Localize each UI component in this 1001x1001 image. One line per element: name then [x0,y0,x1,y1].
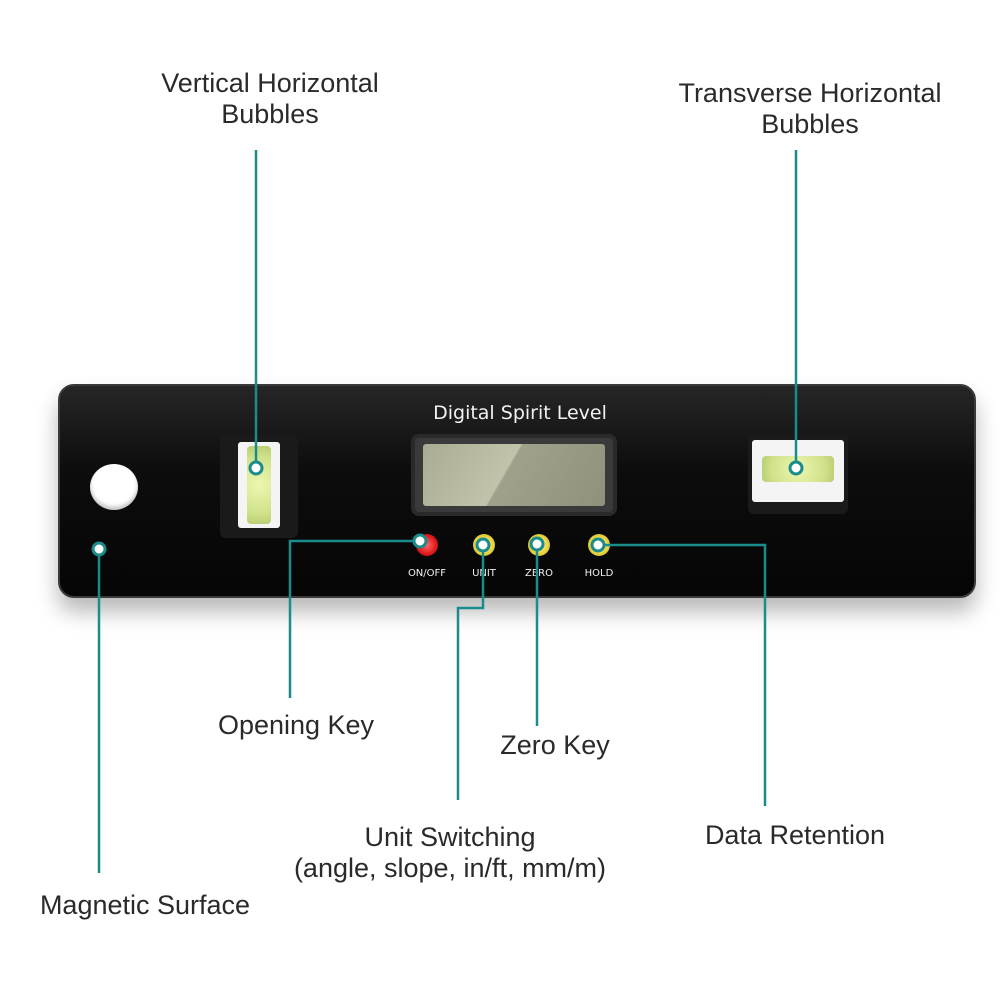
vertical-vial-window [238,442,280,528]
mounting-hole [90,464,138,510]
unit-label: UNIT [472,568,496,579]
transverse-vial-window [752,440,844,502]
callout-unit-line1: Unit Switching [364,822,536,852]
hold-label: HOLD [584,568,614,579]
callout-zero-key: Zero Key [500,730,610,760]
zero-label: ZERO [525,568,553,579]
transverse-vial-holder [748,434,848,514]
hold-button[interactable] [588,534,610,556]
lcd-display [411,434,617,516]
callout-opening-key: Opening Key [217,710,375,740]
callout-unit-line2: (angle, slope, in/ft, mm/m) [293,853,607,883]
vertical-bubble-vial [247,446,271,524]
transverse-bubble-vial [762,456,834,482]
lcd-screen [423,444,605,506]
device-title: Digital Spirit Level [433,402,607,424]
callout-vertical-bubbles: Vertical Horizontal Bubbles [140,68,400,130]
callout-vertical-line2: Bubbles [221,99,319,129]
callout-vertical-line1: Vertical Horizontal [161,68,379,98]
digital-spirit-level-device: Digital Spirit Level ON/OFF UNIT ZERO HO… [58,384,976,598]
on-off-button[interactable] [416,534,438,556]
callout-unit-switching: Unit Switching (angle, slope, in/ft, mm/… [270,822,630,884]
callout-transverse-line1: Transverse Horizontal [678,78,942,108]
callout-magnetic-surface: Magnetic Surface [39,890,251,920]
vertical-vial-holder [220,434,298,538]
callout-transverse-bubbles: Transverse Horizontal Bubbles [660,78,960,140]
unit-button[interactable] [473,534,495,556]
callout-transverse-line2: Bubbles [761,109,859,139]
on-off-label: ON/OFF [407,568,447,579]
zero-button[interactable] [528,534,550,556]
callout-data-retention: Data Retention [704,820,886,850]
